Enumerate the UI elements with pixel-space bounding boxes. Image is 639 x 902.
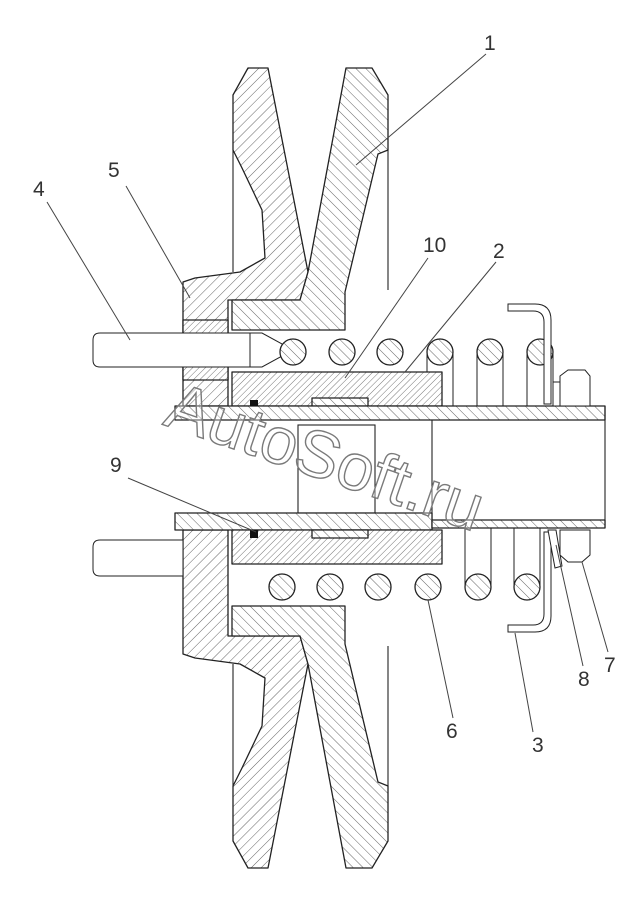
leader-line-1 [355, 53, 487, 166]
spring-coil [279, 338, 307, 366]
callout-label-3: 3 [532, 734, 544, 757]
leader-line-3 [514, 632, 534, 733]
leader-line-7 [581, 561, 609, 653]
spring-coil [364, 573, 392, 601]
spring-coil [414, 573, 442, 601]
leader-line-2 [404, 261, 497, 373]
spring-coil [476, 338, 504, 366]
key-section-upper [311, 397, 369, 407]
spring-coil [328, 338, 356, 366]
spring-coil [376, 338, 404, 366]
spring-coil [268, 573, 296, 601]
movable-sheave-section-lower [231, 605, 389, 869]
callout-label-10: 10 [423, 234, 446, 257]
shaft-tube-wall-lower-right [431, 519, 606, 529]
callout-label-9: 9 [110, 454, 122, 477]
spring-coil [513, 573, 541, 601]
stud-lower [92, 539, 184, 577]
leader-line-4 [46, 201, 131, 341]
nut-lower [559, 529, 591, 563]
locking-pin-lower [250, 530, 258, 538]
callout-label-2: 2 [493, 240, 505, 263]
callout-label-1: 1 [484, 32, 496, 55]
callout-label-7: 7 [604, 654, 616, 677]
stud-upper [92, 332, 251, 368]
washer-lower [547, 529, 563, 569]
callout-label-6: 6 [446, 720, 458, 743]
locking-pin-upper [250, 400, 258, 406]
callout-label-8: 8 [578, 668, 590, 691]
spring-coil [464, 573, 492, 601]
key-section-lower [311, 529, 369, 539]
callout-label-5: 5 [108, 159, 120, 182]
leader-line-6 [427, 599, 454, 719]
spring-coil [316, 573, 344, 601]
leader-line-9 [127, 477, 257, 533]
leader-line-8 [555, 544, 584, 667]
spring-cup-upper [507, 303, 552, 405]
spring-coil [426, 338, 454, 366]
spring-cup-lower [507, 531, 552, 633]
washer-upper [552, 381, 561, 407]
nut-upper [559, 369, 591, 407]
leader-line-10 [344, 257, 429, 379]
movable-sheave-section-upper [231, 67, 389, 331]
leader-line-5 [125, 185, 191, 299]
stud-countersunk-head [249, 332, 285, 368]
fixed-sheave-section-lower [182, 529, 309, 869]
callout-label-4: 4 [33, 178, 45, 201]
